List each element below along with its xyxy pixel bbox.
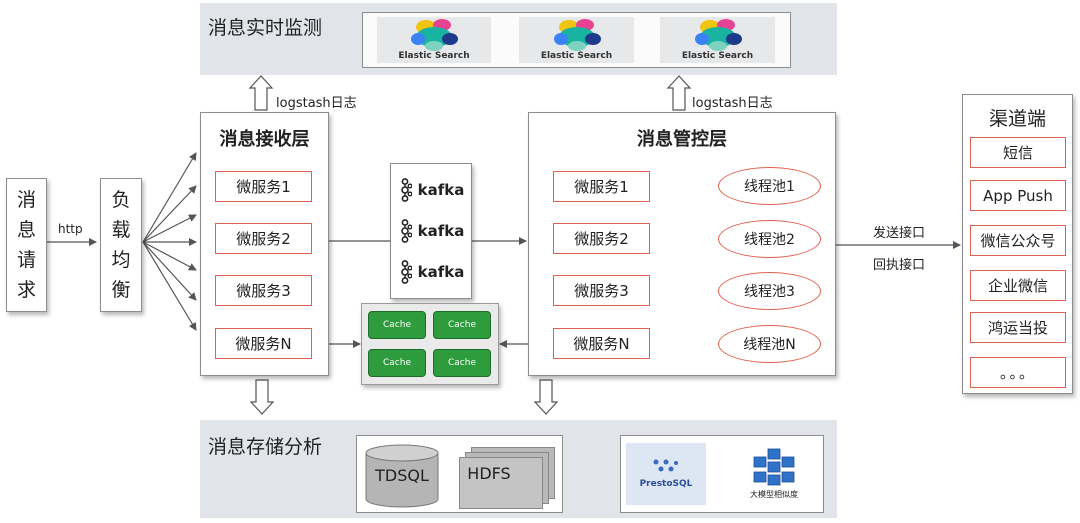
send-interface-label: 发送接口 [873, 226, 926, 241]
monitor-band-title: 消息实时监测 [208, 17, 323, 39]
presto-label: PrestoSQL [639, 479, 693, 489]
lb-char: 负 [111, 189, 131, 211]
elastic-search-icon [553, 19, 601, 51]
model-card: 大模型相似度 [734, 443, 814, 505]
control-service-n: 微服务N [553, 328, 650, 359]
logstash-label-right: logstash日志 [692, 96, 773, 111]
elastic-logo-label: Elastic Search [398, 51, 470, 61]
receive-layer-title: 消息接收层 [219, 129, 310, 150]
kafka-item: kafka [398, 219, 465, 243]
channel-app-push: App Push [970, 180, 1066, 211]
tdsql-database-icon [365, 444, 439, 508]
kafka-item: kafka [398, 178, 465, 203]
kafka-box: kafka kafka kafka [390, 163, 472, 299]
channel-hongyun: 鸿运当投 [970, 312, 1066, 343]
request-char: 请 [16, 249, 36, 271]
channel-wechat-official: 微信公众号 [970, 225, 1066, 256]
channel-wecom: 企业微信 [970, 270, 1066, 301]
thread-pool-n: 线程池N [718, 325, 821, 363]
cube-network-icon [753, 448, 795, 486]
kafka-label: kafka [417, 262, 465, 281]
receive-service-3: 微服务3 [215, 275, 312, 306]
load-balancer-box: 负 载 均 衡 [100, 178, 142, 312]
cache-item: Cache [368, 311, 426, 339]
control-service-1: 微服务1 [553, 171, 650, 202]
elastic-logo-2: Elastic Search [519, 17, 634, 63]
http-label: http [58, 222, 83, 236]
hdfs-label: HDFS [467, 464, 511, 483]
channels-title: 渠道端 [988, 108, 1046, 130]
kafka-icon [400, 259, 412, 284]
kafka-icon [400, 178, 412, 203]
storage-band-title: 消息存储分析 [208, 436, 323, 458]
thread-pool-1: 线程池1 [718, 167, 821, 205]
hdfs-stack-front [459, 457, 543, 509]
thread-pool-3: 线程池3 [718, 272, 821, 310]
elastic-logo-3: Elastic Search [660, 17, 775, 63]
cache-item: Cache [433, 311, 491, 339]
receive-service-n: 微服务N [215, 328, 312, 359]
tdsql-label: TDSQL [375, 466, 429, 485]
elastic-logo-label: Elastic Search [540, 51, 613, 61]
cache-item: Cache [368, 349, 426, 377]
elastic-logo-1: Elastic Search [377, 17, 491, 63]
lb-char: 衡 [111, 279, 131, 301]
request-char: 求 [16, 279, 36, 301]
thread-pool-2: 线程池2 [718, 220, 821, 258]
request-char: 消 [16, 189, 36, 211]
channel-sms: 短信 [970, 137, 1066, 168]
receive-service-2: 微服务2 [215, 223, 312, 254]
presto-card: PrestoSQL [626, 443, 706, 505]
elastic-logo-label: Elastic Search [681, 51, 754, 61]
control-service-2: 微服务2 [553, 223, 650, 254]
logstash-label-left: logstash日志 [276, 96, 357, 111]
elastic-search-icon [411, 19, 458, 51]
kafka-item: kafka [398, 259, 465, 284]
kafka-label: kafka [417, 181, 465, 200]
kafka-icon [400, 219, 412, 243]
lb-char: 载 [111, 219, 131, 241]
message-request-box: 消 息 请 求 [6, 178, 47, 312]
callback-interface-label: 回执接口 [873, 258, 926, 273]
kafka-label: kafka [417, 221, 465, 240]
cache-item: Cache [433, 349, 491, 377]
model-label: 大模型相似度 [750, 490, 798, 499]
lb-char: 均 [111, 249, 131, 271]
channel-more: 。。。 [970, 357, 1066, 388]
receive-service-1: 微服务1 [215, 171, 312, 202]
control-service-3: 微服务3 [553, 275, 650, 306]
presto-icon [653, 459, 678, 472]
request-char: 息 [16, 219, 36, 241]
elastic-search-icon [694, 19, 742, 51]
control-layer-title: 消息管控层 [637, 129, 727, 150]
